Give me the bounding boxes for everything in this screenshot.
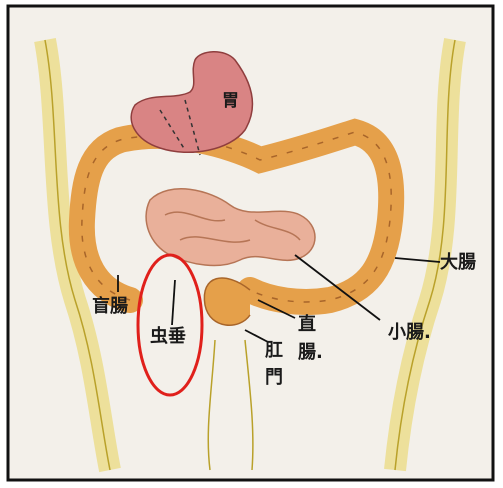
large-intestine-label: 大腸 [440, 251, 476, 273]
stomach-label: 胃 [222, 91, 239, 111]
anus-label-top: 肛 [265, 340, 283, 361]
rectum-label-top: 直 [298, 313, 316, 335]
cecum-label: 盲腸 [92, 295, 128, 317]
small-intestine-label: 小腸. [388, 322, 431, 343]
appendix-label: 虫垂 [150, 325, 186, 347]
rectum-label-bottom: 腸. [298, 342, 323, 363]
anus-label-bottom: 門 [265, 367, 283, 388]
